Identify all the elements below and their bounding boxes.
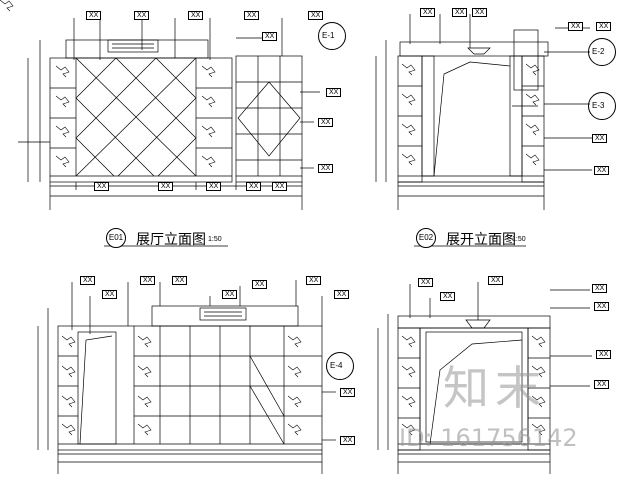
watermark-brand: 知末: [443, 361, 547, 415]
view-title-e02: 展开立面图: [446, 232, 516, 248]
annotation-box: XX: [206, 182, 222, 191]
annotation-box: XX: [188, 11, 204, 20]
annotation-box: XX: [594, 302, 610, 311]
callout-circle: E-4: [326, 352, 354, 380]
callout-code: E-3: [592, 101, 605, 110]
annotation-box: XX: [246, 182, 262, 191]
annotation-box: XX: [318, 164, 334, 173]
view-title-e01: 展厅立面图: [136, 232, 206, 248]
annotation-box: XX: [594, 380, 610, 389]
annotation-box: XX: [308, 11, 324, 20]
annotation-box: XX: [596, 22, 612, 31]
annotation-box: XX: [340, 388, 356, 397]
watermark-id: ID: 161756142: [399, 424, 578, 452]
annotation-box: XX: [94, 182, 110, 191]
annotation-box: XX: [592, 284, 608, 293]
view-scale-e01: 1:50: [208, 236, 222, 243]
annotation-box: XX: [488, 276, 504, 285]
view-scale-e02: 1:50: [512, 236, 526, 243]
annotation-box: XX: [326, 88, 342, 97]
annotation-box: XX: [340, 436, 356, 445]
annotation-box: XX: [158, 182, 174, 191]
elevation-e02: [375, 14, 592, 210]
elevation-e03: [37, 280, 336, 474]
elevation-e04: [377, 282, 592, 474]
annotation-box: XX: [440, 292, 456, 301]
annotation-box: XX: [568, 22, 584, 31]
callout-code: E-1: [322, 31, 335, 40]
annotation-box: XX: [86, 11, 102, 20]
annotation-box: XX: [318, 118, 334, 127]
annotation-box: XX: [306, 276, 322, 285]
tile-motifs: [0, 0, 546, 436]
callout-code: E-4: [330, 361, 343, 370]
annotation-box: XX: [418, 278, 434, 287]
callout-circle: E-1: [318, 22, 346, 50]
view-tag-e02: E02: [416, 228, 436, 248]
callout-code: E-2: [592, 47, 605, 56]
annotation-box: XX: [172, 276, 188, 285]
annotation-box: XX: [452, 8, 468, 17]
callout-circle: E-2: [588, 38, 616, 66]
callout-circle: E-3: [588, 92, 616, 120]
annotation-box: XX: [252, 280, 268, 289]
annotation-box: XX: [334, 290, 350, 299]
annotation-box: XX: [80, 276, 96, 285]
annotation-box: XX: [594, 166, 610, 175]
annotation-box: XX: [102, 290, 118, 299]
view-tag-e01: E01: [106, 228, 126, 248]
annotation-box: XX: [140, 276, 156, 285]
annotation-box: XX: [272, 182, 288, 191]
annotation-box: XX: [420, 8, 436, 17]
annotation-box: XX: [244, 11, 260, 20]
annotation-box: XX: [592, 134, 608, 143]
annotation-box: XX: [596, 350, 612, 359]
annotation-box: XX: [134, 11, 150, 20]
annotation-box: XX: [262, 32, 278, 41]
annotation-box: XX: [222, 290, 238, 299]
elevation-e01: [18, 18, 320, 210]
annotation-box: XX: [472, 8, 488, 17]
